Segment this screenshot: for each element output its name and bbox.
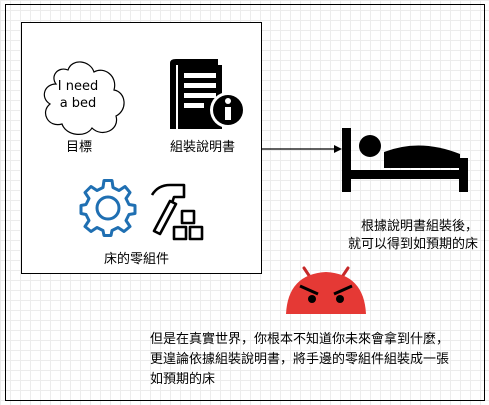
plan-group-box	[21, 22, 262, 274]
manual-label: 組裝說明書	[170, 140, 236, 155]
manual-book-info-icon	[170, 59, 246, 129]
bed-icon	[342, 128, 468, 192]
reality-caption: 但是在真實世界，你根本不知道你未來會拿到什麼， 更遑論依據組裝說明書，將手邊的零…	[150, 332, 450, 387]
parts-label: 床的零組件	[104, 252, 170, 267]
goal-bubble-text: I need a bed	[57, 79, 99, 111]
flow-arrow	[262, 145, 342, 153]
hammer-blocks-icon	[150, 183, 204, 241]
angry-android-icon	[286, 266, 366, 314]
thought-cloud-icon	[43, 61, 125, 135]
outer-frame	[5, 4, 485, 401]
gear-icon	[79, 179, 137, 237]
result-note: 根據說明書組裝後， 就可以得到如預期的床	[347, 219, 478, 252]
goal-label: 目標	[66, 140, 93, 155]
